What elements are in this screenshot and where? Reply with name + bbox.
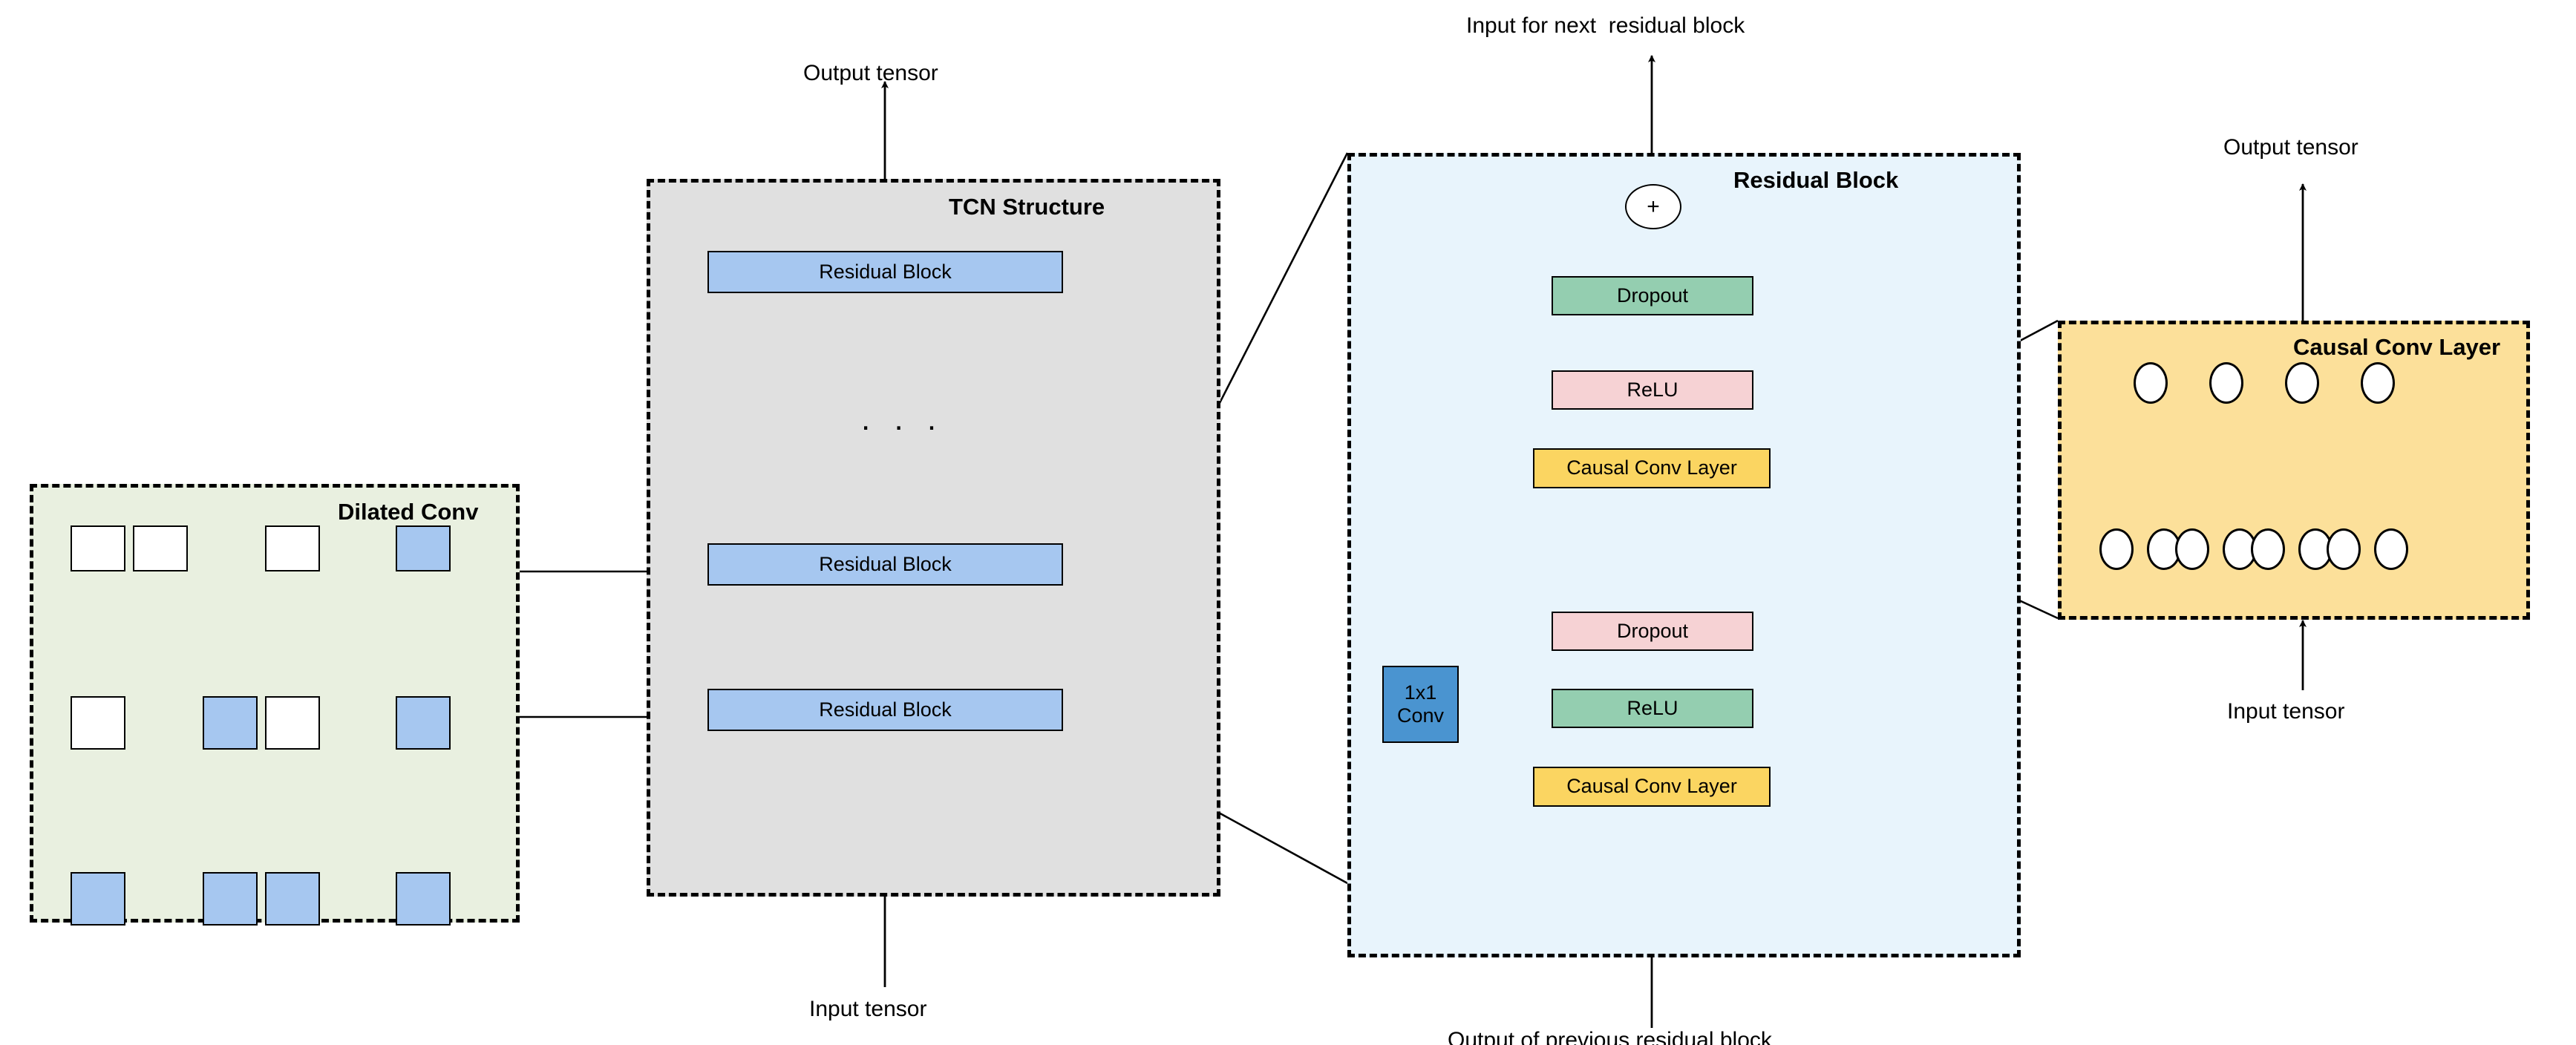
- residual-dropout-1[interactable]: Dropout: [1552, 612, 1753, 651]
- causal-bottom-node-6: [2327, 528, 2361, 570]
- causal-bottom-node-2: [2175, 528, 2209, 570]
- causal-bottom-node-7: [2374, 528, 2408, 570]
- causal-bottom-node-4: [2251, 528, 2285, 570]
- residual-adder: +: [1625, 184, 1681, 229]
- residual-skip-1x1-conv[interactable]: 1x1 Conv: [1382, 666, 1459, 743]
- dilated-cell-r2c2: [265, 872, 320, 926]
- residual-relu-1[interactable]: ReLU: [1552, 689, 1753, 728]
- tcn-ellipsis: . . .: [861, 401, 944, 437]
- dilated-cell-r2c0: [71, 872, 125, 926]
- residual-dropout-2[interactable]: Dropout: [1552, 276, 1753, 315]
- causal-input-tensor-label: Input tensor: [2227, 699, 2345, 724]
- causal-top-node-0: [2134, 362, 2168, 404]
- dilated-cell-r0c0: [71, 525, 125, 571]
- causal-bottom-node-0: [2099, 528, 2134, 570]
- tcn-residual-block-top[interactable]: Residual Block: [707, 251, 1063, 293]
- residual-causal-conv-1[interactable]: Causal Conv Layer: [1533, 767, 1771, 807]
- tcn-structure-title: TCN Structure: [949, 194, 1105, 220]
- dilated-cell-r2c1: [203, 872, 258, 926]
- causal-top-node-1: [2209, 362, 2243, 404]
- dilated-cell-r0c3: [396, 525, 451, 571]
- tcn-structure-panel: [647, 179, 1220, 897]
- conv1x1-line1: 1x1: [1404, 681, 1437, 704]
- tcn-residual-block-bottom[interactable]: Residual Block: [707, 689, 1063, 731]
- residual-block-panel: [1347, 153, 2021, 957]
- residual-relu-2[interactable]: ReLU: [1552, 370, 1753, 410]
- dilated-cell-r1c3: [396, 696, 451, 750]
- dilated-cell-r0c2: [265, 525, 320, 571]
- tcn-input-tensor-label: Input tensor: [809, 997, 927, 1021]
- residual-block-bottom-label: Output of previous residual block: [1448, 1028, 1772, 1045]
- dilated-cell-r1c1: [203, 696, 258, 750]
- residual-block-title: Residual Block: [1733, 167, 1899, 193]
- dilated-cell-r1c2: [265, 696, 320, 750]
- tcn-residual-block-middle[interactable]: Residual Block: [707, 543, 1063, 586]
- tcn-output-tensor-label: Output tensor: [803, 61, 938, 85]
- causal-conv-layer-title: Causal Conv Layer: [2293, 334, 2501, 360]
- conv1x1-line2: Conv: [1396, 704, 1445, 727]
- residual-causal-conv-2[interactable]: Causal Conv Layer: [1533, 448, 1771, 488]
- dilated-cell-r2c3: [396, 872, 451, 926]
- causal-top-node-2: [2285, 362, 2319, 404]
- dilated-conv-title: Dilated Conv: [338, 499, 479, 525]
- causal-top-node-3: [2361, 362, 2395, 404]
- dilated-cell-r1c0: [71, 696, 125, 750]
- dilated-cell-r0c1: [133, 525, 188, 571]
- residual-block-top-label: Input for next residual block: [1466, 13, 1745, 38]
- causal-output-tensor-label: Output tensor: [2223, 135, 2358, 160]
